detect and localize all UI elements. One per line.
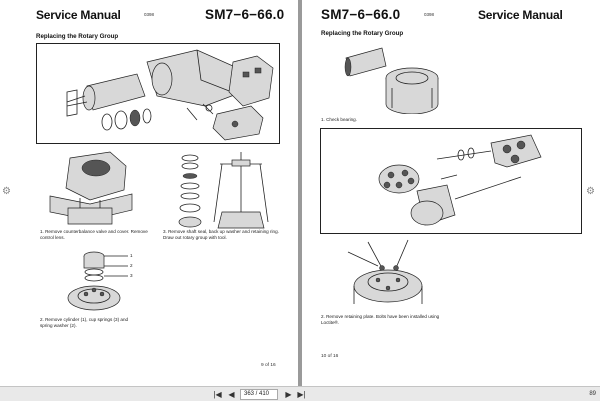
page-left: Service Manual 0398 SM7−6−66.0 Replacing…: [0, 0, 298, 386]
page-header: SM7−6−66.0 0398 Service Manual: [302, 7, 600, 28]
puller-tool-drawing: [178, 152, 269, 229]
page-header: Service Manual 0398 SM7−6−66.0: [0, 7, 298, 28]
page-number: 10 of 16: [321, 354, 339, 359]
gear-side-icon: ⚙: [586, 186, 595, 197]
gear-side-icon: ⚙: [2, 186, 11, 197]
prev-page-button[interactable]: ◀: [228, 390, 235, 399]
exploded-view-figure: [36, 43, 280, 144]
caption-step2: 2. Remove retaining plate. Bolts have be…: [321, 314, 440, 325]
page-number-input[interactable]: 363 / 410: [240, 389, 278, 400]
last-page-button[interactable]: ▶|: [297, 390, 306, 399]
bearing-check-drawing: [344, 47, 439, 114]
callout-3: 3: [130, 273, 133, 278]
doc-code: 0398: [144, 12, 155, 17]
first-page-button[interactable]: |◀: [213, 390, 222, 399]
caption-step2: 2. Remove cylinder (1), cup springs (3) …: [40, 317, 129, 328]
section-title: Replacing the Rotary Group: [36, 33, 119, 40]
doc-code: 0398: [424, 12, 435, 17]
page-number: 9 of 16: [261, 363, 276, 368]
callout-1: 1: [130, 253, 133, 258]
section-title: Replacing the Rotary Group: [321, 30, 404, 37]
zoom-level[interactable]: 89: [589, 391, 596, 397]
brand-title: Service Manual: [36, 8, 121, 22]
rotary-group-figure: [320, 128, 582, 234]
caption-step1: 1. Remove counterbalance valve and cover…: [40, 229, 148, 240]
cylinder-block-exploded-drawing: [378, 134, 542, 226]
next-page-button[interactable]: ▶: [285, 390, 292, 399]
retaining-plate-drawing: [347, 239, 423, 304]
page-right: SM7−6−66.0 0398 Service Manual Replacing…: [302, 0, 600, 386]
cylinder-springs-drawing: [67, 251, 128, 311]
model-title: SM7−6−66.0: [321, 7, 401, 22]
model-title: SM7−6−66.0: [205, 7, 285, 22]
caption-step3: 3. Remove shaft seal, back up washer and…: [163, 229, 279, 240]
callout-2: 2: [130, 263, 133, 268]
counterbalance-valve-drawing: [49, 151, 133, 225]
brand-title: Service Manual: [478, 8, 563, 22]
page-navigation-toolbar: |◀ ◀ 363 / 410 ▶ ▶| 89: [0, 386, 600, 401]
caption-step1: 1. Check bearing.: [321, 117, 358, 122]
exploded-rotary-group-drawing: [66, 49, 274, 141]
